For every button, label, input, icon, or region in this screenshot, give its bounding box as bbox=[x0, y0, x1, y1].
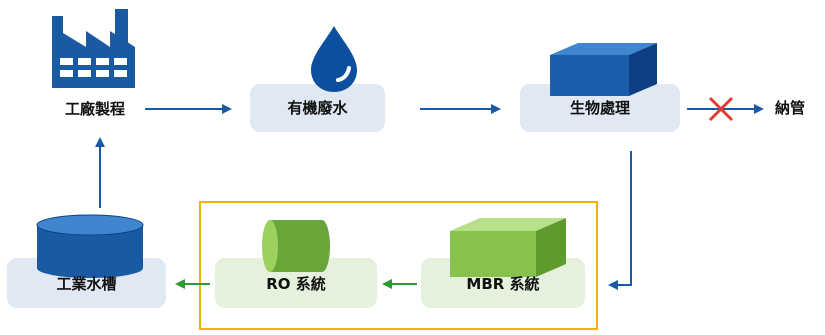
factory-icon bbox=[52, 9, 135, 88]
arrow-mbr-to-ro bbox=[382, 279, 417, 289]
reuse-system-frame bbox=[199, 201, 598, 330]
box-tank-icon bbox=[550, 43, 657, 96]
label-tank: 工業水槽 bbox=[56, 275, 117, 293]
wastewater-pill bbox=[250, 84, 385, 132]
label-bio: 生物處理 bbox=[569, 99, 630, 117]
label-ro: RO 系統 bbox=[266, 275, 326, 293]
arrow-bio-down-to-mbr bbox=[608, 151, 632, 290]
arrow-ro-to-tank bbox=[175, 279, 210, 289]
label-mbr: MBR 系統 bbox=[466, 275, 540, 293]
arrow-factory-to-wastewater bbox=[145, 104, 232, 114]
water-drop-icon bbox=[311, 26, 357, 92]
label-sewer: 納管 bbox=[775, 99, 806, 117]
mbr-box-icon bbox=[450, 218, 566, 277]
label-factory: 工廠製程 bbox=[64, 100, 125, 118]
label-wastewater: 有機廢水 bbox=[287, 99, 348, 117]
cylinder-tank-icon bbox=[36, 214, 144, 278]
arrow-tank-to-factory bbox=[95, 137, 105, 208]
x-cross-icon bbox=[708, 96, 734, 122]
ro-cylinder-icon bbox=[262, 220, 330, 272]
arrow-wastewater-to-bio bbox=[420, 104, 501, 114]
